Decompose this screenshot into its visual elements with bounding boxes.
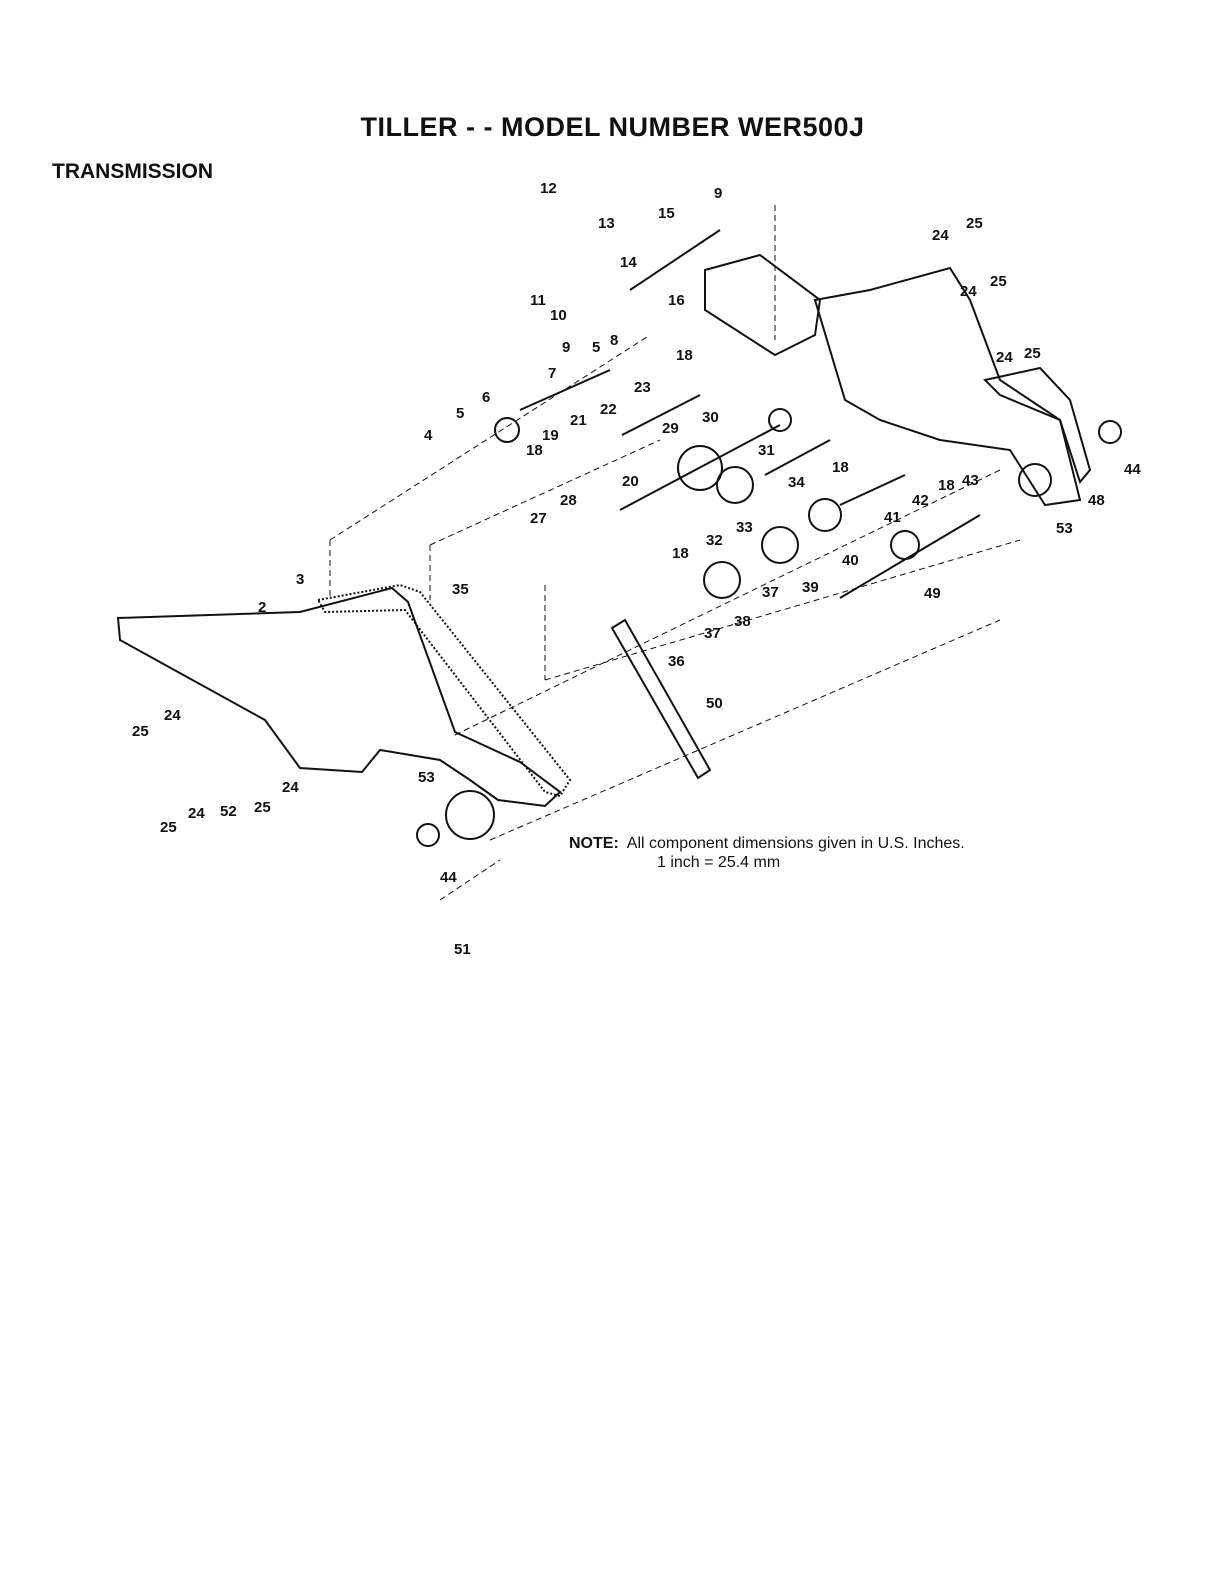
callout: 28 (560, 492, 577, 509)
callout: 51 (454, 941, 471, 958)
left-housing-plate (116, 586, 562, 808)
callout: 24 (932, 227, 949, 244)
callout: 25 (990, 273, 1007, 290)
callout: 48 (1088, 492, 1105, 509)
callout: 21 (570, 412, 587, 429)
callout: 25 (254, 799, 271, 816)
note-line-1: All component dimensions given in U.S. I… (626, 835, 965, 852)
callout: 30 (702, 409, 719, 426)
callout: 24 (188, 805, 205, 822)
callout: 24 (282, 779, 299, 796)
callout: 5 (456, 405, 464, 422)
callout: 53 (418, 769, 435, 786)
callout: 11 (530, 292, 546, 309)
shaft-41 (839, 474, 906, 506)
callout: 3 (296, 571, 304, 588)
callout: 25 (966, 215, 983, 232)
callout: 25 (160, 819, 177, 836)
sprocket-33 (716, 466, 754, 504)
callout: 6 (482, 389, 490, 406)
note-label: NOTE: (569, 835, 619, 852)
callout: 18 (672, 545, 689, 562)
callout: 24 (996, 349, 1013, 366)
callout: 42 (912, 492, 929, 509)
shaft-34 (764, 439, 831, 476)
dimension-note: NOTE: All component dimensions given in U… (569, 834, 965, 872)
callout: 14 (620, 254, 637, 271)
callout: 39 (802, 579, 819, 596)
note-line-2: 1 inch = 25.4 mm (657, 854, 781, 871)
callout: 12 (540, 180, 557, 197)
callout: 16 (668, 292, 685, 309)
chain-guard (982, 366, 1092, 485)
callout: 44 (1124, 461, 1141, 478)
cap-44-right (1098, 420, 1122, 444)
right-housing-plate (813, 266, 1082, 507)
cap-44-left (416, 823, 440, 847)
callout: 53 (1056, 520, 1073, 537)
callout: 18 (676, 347, 693, 364)
callout: 36 (668, 653, 685, 670)
callout: 35 (452, 581, 469, 598)
callout: 37 (762, 584, 779, 601)
callout: 20 (622, 473, 639, 490)
callout: 44 (440, 869, 457, 886)
callout: 18 (526, 442, 543, 459)
callout: 31 (758, 442, 775, 459)
callout: 24 (960, 283, 977, 300)
sprocket-38 (703, 561, 741, 599)
sprocket-39 (761, 526, 799, 564)
shaft-30 (619, 424, 781, 511)
callout: 52 (220, 803, 237, 820)
bearing-31 (768, 408, 792, 432)
callout: 49 (924, 585, 941, 602)
callout: 19 (542, 427, 559, 444)
page-title: TILLER - - MODEL NUMBER WER500J (360, 112, 865, 142)
shaft-16 (629, 229, 721, 291)
callout: 43 (962, 472, 979, 489)
callout: 29 (662, 420, 679, 437)
callout: 8 (610, 332, 618, 349)
callout: 25 (1024, 345, 1041, 362)
callout: 9 (562, 339, 570, 356)
callout: 5 (592, 339, 600, 356)
callout: 22 (600, 401, 617, 418)
callout: 32 (706, 532, 723, 549)
callout: 2 (258, 599, 266, 616)
shaft-23 (621, 394, 701, 436)
callout: 38 (734, 613, 751, 630)
section-heading: TRANSMISSION (52, 160, 214, 183)
callout: 18 (938, 477, 955, 494)
callout: 7 (548, 365, 556, 382)
callout: 9 (714, 185, 722, 202)
drive-chain (610, 618, 712, 780)
sprocket-29 (677, 445, 723, 491)
callout: 41 (884, 509, 901, 526)
shaft-7 (519, 369, 611, 411)
callout: 34 (788, 474, 805, 491)
pulley-53-right (1018, 463, 1052, 497)
shaft-49 (839, 514, 981, 599)
callout: 23 (634, 379, 651, 396)
callout: 18 (832, 459, 849, 476)
pulley-53-left (445, 790, 495, 840)
callout: 50 (706, 695, 723, 712)
top-cover (704, 253, 822, 357)
sprocket-40 (808, 498, 842, 532)
callout: 27 (530, 510, 547, 527)
callout: 10 (550, 307, 567, 324)
gasket (316, 583, 572, 798)
callout: 13 (598, 215, 615, 232)
callout: 40 (842, 552, 859, 569)
callout: 25 (132, 723, 149, 740)
sprocket-6 (494, 417, 520, 443)
callout: 24 (164, 707, 181, 724)
callout: 4 (424, 427, 433, 444)
callout: 33 (736, 519, 753, 536)
callout: 15 (658, 205, 675, 222)
callout: 37 (704, 625, 721, 642)
